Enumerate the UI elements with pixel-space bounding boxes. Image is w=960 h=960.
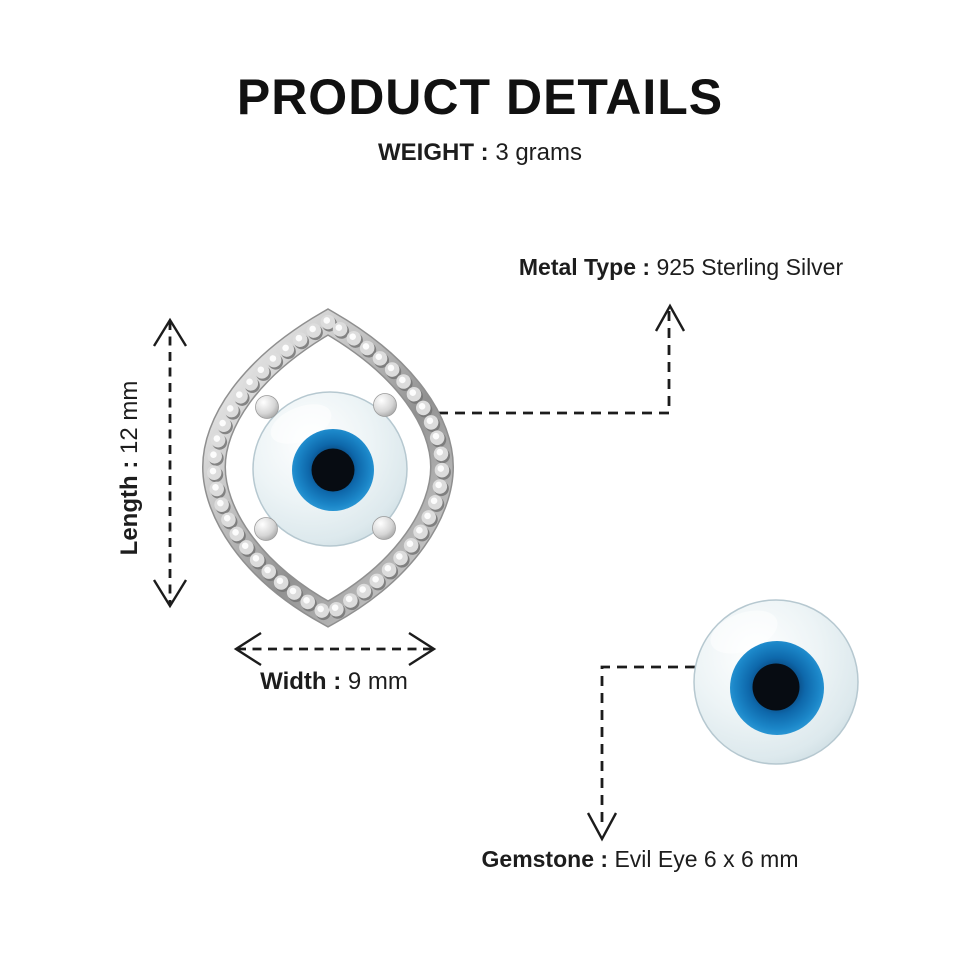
arrowhead-down-icon [152,579,188,609]
prong-bottom-left [254,517,278,541]
evil-eye-round-stone-icon [693,599,859,765]
gemstone-spec: Gemstone : Evil Eye 6 x 6 mm [481,846,799,872]
gemstone-label: Gemstone [481,846,594,872]
arrowhead-left-icon [233,631,262,667]
gem-highlight [710,610,778,654]
length-arrow [152,317,188,609]
metal-type-label: Metal Type [518,254,637,280]
weight-separator: : [473,139,496,166]
page-title: PRODUCT DETAILS [236,69,724,125]
prong-top-left [255,395,279,419]
metal-type-separator: : [636,254,657,280]
metal-type-connector-line [438,311,671,415]
width-value: 9 mm [347,668,408,695]
gemstone-connector-line [600,665,695,827]
prong-top-right [373,393,397,417]
weight-label: WEIGHT [377,139,474,166]
frame-bead-highlights [209,316,445,617]
width-separator: : [326,668,348,695]
arrowhead-right-icon [408,631,437,667]
metal-type-spec: Metal Type : 925 Sterling Silver [518,254,844,280]
weight-value: 3 grams [495,139,583,166]
evil-eye-marquise-stud-icon [201,308,455,628]
metal-type-connector [438,303,686,415]
width-arrow [233,631,437,667]
arrowhead-up-icon [152,317,188,347]
width-label: Width [260,668,327,695]
gemstone-value: Evil Eye 6 x 6 mm [614,846,799,872]
weight-spec: WEIGHT : 3 grams [377,139,583,166]
evil-eye-pupil [311,448,355,492]
gemstone-separator: : [593,846,615,872]
arrow-down-icon [586,812,618,842]
gem-pupil [752,663,800,711]
width-dimension-label: Width : 9 mm [260,668,408,695]
gemstone-connector [586,665,695,842]
metal-type-value: 925 Sterling Silver [656,254,844,280]
prong-bottom-right [372,516,396,540]
arrow-up-icon [654,303,686,332]
